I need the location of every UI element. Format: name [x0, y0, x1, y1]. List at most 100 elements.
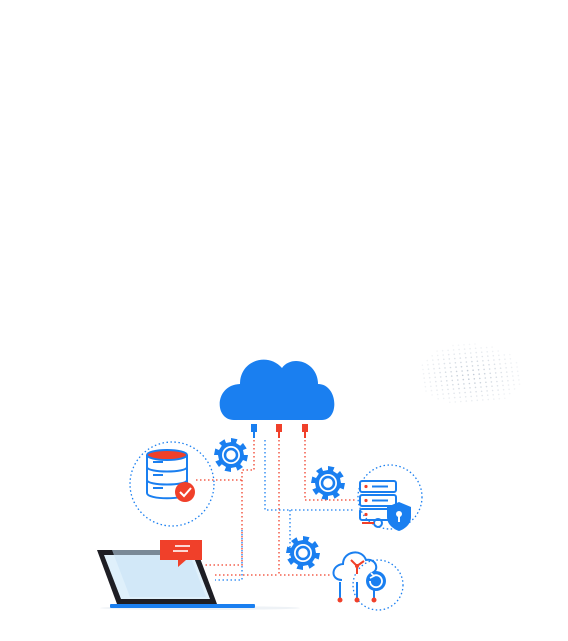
- decoration-dot: [508, 388, 510, 391]
- decoration-dot: [445, 375, 448, 378]
- decoration-dot: [485, 381, 487, 384]
- decoration-dot: [480, 390, 483, 393]
- decoration-dot: [421, 364, 424, 367]
- decoration-dot: [474, 386, 477, 389]
- decoration-dot: [457, 379, 459, 381]
- decoration-dot: [501, 380, 504, 382]
- decoration-dot: [465, 400, 468, 402]
- decoration-dot: [498, 358, 501, 361]
- shield-lock-icon: [387, 502, 411, 531]
- decoration-dot: [493, 398, 495, 400]
- decoration-dot: [431, 394, 433, 396]
- decoration-dot: [434, 376, 437, 379]
- decoration-dot: [443, 358, 445, 361]
- decoration-dot: [492, 394, 495, 396]
- decoration-dot: [498, 397, 501, 400]
- decoration-dot: [501, 376, 503, 378]
- decoration-dot: [449, 366, 452, 369]
- decoration-dot: [450, 371, 452, 373]
- decoration-dot: [479, 381, 482, 384]
- decoration-dot: [507, 384, 510, 386]
- decoration-dot: [516, 366, 518, 368]
- decoration-dot: [430, 385, 432, 388]
- decoration-dot: [440, 380, 443, 383]
- decoration-dot: [465, 356, 467, 359]
- decoration-dot: [503, 354, 506, 356]
- decoration-dot: [458, 387, 460, 390]
- decoration-dot: [480, 351, 483, 354]
- decoration-dot: [453, 392, 455, 395]
- decoration-dot: [466, 369, 469, 372]
- decoration-dot: [438, 363, 440, 365]
- decoration-dot: [482, 360, 484, 362]
- decoration-dot: [497, 350, 500, 352]
- decoration-dot: [481, 355, 484, 358]
- chat-bubble-icon: [160, 540, 202, 567]
- decoration-dot: [438, 367, 441, 370]
- decoration-dot: [423, 377, 426, 379]
- decoration-dot: [461, 374, 464, 377]
- decoration-dot: [435, 380, 437, 383]
- decoration-dot: [436, 389, 438, 392]
- decoration-dot: [441, 349, 444, 352]
- decoration-dot: [516, 370, 519, 373]
- decoration-dot: [460, 365, 463, 368]
- decoration-dot: [479, 377, 481, 380]
- decoration-dot: [487, 355, 489, 357]
- decoration-dot: [495, 376, 498, 379]
- gear-icon: [214, 438, 248, 472]
- decoration-dot: [502, 384, 504, 387]
- decoration-dot: [503, 393, 506, 395]
- decoration-dot: [464, 396, 467, 398]
- decoration-dot: [452, 349, 455, 351]
- decoration-dot: [442, 397, 445, 400]
- decoration-dot: [444, 371, 447, 374]
- decoration-dot: [437, 358, 440, 361]
- decoration-dot: [480, 347, 482, 349]
- decoration-dot: [511, 370, 513, 373]
- gear-hole: [320, 475, 336, 491]
- decoration-dot: [455, 370, 458, 373]
- decoration-dot: [463, 348, 466, 350]
- decoration-dot: [487, 359, 490, 362]
- decoration-dot: [436, 393, 439, 396]
- decoration-dot: [504, 358, 506, 361]
- decoration-dot: [509, 358, 512, 360]
- decoration-dot: [447, 388, 449, 391]
- decoration-dot: [469, 391, 472, 393]
- cloud-icon: [219, 359, 335, 438]
- decoration-dot: [471, 365, 474, 367]
- decoration-dot: [460, 400, 462, 403]
- decoration-dot: [450, 375, 453, 377]
- decoration-dot: [474, 347, 477, 350]
- decoration-dot: [441, 389, 444, 391]
- decoration-dot: [444, 367, 446, 369]
- decoration-dot: [502, 388, 505, 391]
- decoration-dot: [432, 363, 435, 366]
- decoration-dot: [448, 397, 451, 399]
- decoration-dot: [431, 355, 434, 357]
- decoration-dot: [454, 362, 457, 364]
- decoration-dot: [448, 358, 451, 360]
- decoration-dot: [461, 370, 463, 372]
- decoration-dot: [469, 387, 471, 389]
- decoration-dot: [499, 367, 502, 370]
- decoration-dot: [500, 371, 503, 374]
- decoration-dot: [472, 373, 475, 376]
- decoration-dot: [488, 363, 490, 366]
- decoration-dot: [452, 344, 454, 347]
- decoration-dot: [515, 361, 518, 364]
- decoration-dot: [433, 372, 436, 374]
- checkmark-icon: [175, 482, 195, 502]
- refresh-icon: [366, 571, 386, 591]
- decoration-dot: [494, 367, 496, 370]
- decoration-dot: [422, 373, 425, 375]
- decoration-dot: [505, 371, 508, 373]
- decoration-dot: [422, 368, 424, 371]
- decoration-dot: [507, 379, 509, 382]
- decoration-dot: [512, 379, 515, 382]
- decoration-dot: [470, 395, 473, 398]
- decoration-dot: [427, 364, 429, 366]
- decoration-dot: [487, 398, 490, 401]
- decoration-dot: [446, 384, 449, 386]
